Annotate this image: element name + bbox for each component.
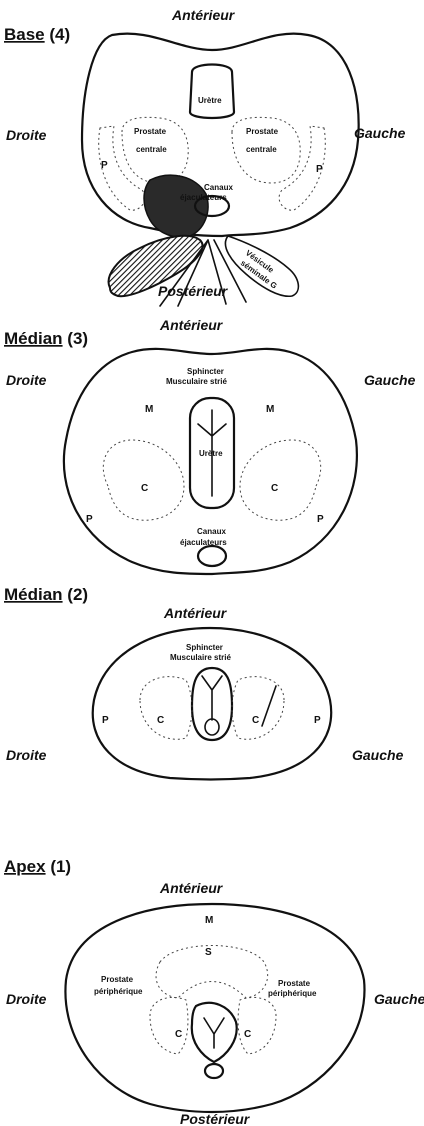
peripheral-zone-right-label: P bbox=[101, 160, 108, 171]
sphincter-label-1: Sphincter bbox=[186, 643, 223, 652]
right-side-label: Droite bbox=[6, 127, 47, 143]
central-zone-right bbox=[140, 677, 192, 740]
sphincter-label-2: Musculaire strié bbox=[166, 377, 227, 386]
sphincter-label: S bbox=[205, 947, 212, 958]
central-zone-right-label-2: centrale bbox=[136, 145, 167, 154]
muscle-label: M bbox=[205, 915, 213, 926]
urethra-outline bbox=[190, 65, 234, 119]
section-title: Médian (3) bbox=[4, 329, 88, 348]
sphincter-label-2: Musculaire strié bbox=[170, 653, 231, 662]
peripheral-zone-right-label: P bbox=[102, 715, 109, 726]
peripheral-zone-left-label-1: Prostate bbox=[278, 979, 311, 988]
peripheral-zone-right-label: P bbox=[86, 514, 93, 525]
central-zone-right-label: C bbox=[157, 715, 164, 726]
anterior-label: Antérieur bbox=[159, 880, 224, 896]
central-zone-left-label: C bbox=[271, 483, 278, 494]
urethra-label: Urètre bbox=[199, 449, 223, 458]
central-zone-left-label: C bbox=[244, 1029, 251, 1040]
peripheral-zone-right-label-2: périphérique bbox=[94, 987, 143, 996]
central-zone-left-label-2: centrale bbox=[246, 145, 277, 154]
prostate-outline bbox=[65, 904, 364, 1112]
anterior-label: Antérieur bbox=[171, 7, 236, 23]
posterior-label: Postérieur bbox=[180, 1111, 251, 1126]
ejaculatory-ducts-label-1: Canaux bbox=[197, 527, 226, 536]
left-side-label: Gauche bbox=[374, 991, 424, 1007]
left-side-label: Gauche bbox=[354, 125, 406, 141]
central-zone-right-label: C bbox=[175, 1029, 182, 1040]
right-side-label: Droite bbox=[6, 747, 47, 763]
peripheral-zone-left-label: P bbox=[314, 715, 321, 726]
central-zone-left-label: C bbox=[252, 715, 259, 726]
central-zone-left bbox=[240, 440, 321, 520]
peripheral-zone-left-label-2: périphérique bbox=[268, 989, 317, 998]
sphincter-label-1: Sphincter bbox=[187, 367, 224, 376]
zone-divider-stroke bbox=[262, 686, 276, 726]
left-side-label: Gauche bbox=[364, 372, 416, 388]
central-zone-left bbox=[238, 997, 276, 1054]
peripheral-zone-left-label: P bbox=[316, 164, 323, 175]
section-median-2: Médian (2) Antérieur Droite Gauche Sphin… bbox=[4, 585, 404, 780]
section-title: Médian (2) bbox=[4, 585, 88, 604]
urethra-lumen bbox=[204, 1018, 224, 1048]
central-zone-right-label-1: Prostate bbox=[134, 127, 167, 136]
peripheral-zone-left-label: P bbox=[317, 514, 324, 525]
section-base: Base (4) Antérieur Droite Gauche Urètre … bbox=[4, 7, 406, 306]
ejaculatory-ducts-shape bbox=[205, 1064, 223, 1078]
sphincter-zone bbox=[156, 946, 268, 999]
ejaculatory-ducts-label-2: éjaculateurs bbox=[180, 538, 227, 547]
urethra-label: Urètre bbox=[198, 96, 222, 105]
peripheral-zone-right-label-1: Prostate bbox=[101, 975, 134, 984]
ejaculatory-ducts-shape bbox=[198, 546, 226, 566]
muscle-right-label: M bbox=[145, 404, 153, 415]
central-zone-right bbox=[150, 997, 188, 1054]
section-title: Base (4) bbox=[4, 25, 70, 44]
central-zone-right bbox=[103, 440, 184, 520]
anterior-label: Antérieur bbox=[163, 605, 228, 621]
muscle-left-label: M bbox=[266, 404, 274, 415]
central-zone-left-label-1: Prostate bbox=[246, 127, 279, 136]
section-apex: Apex (1) Antérieur Droite Gauche M S Pro… bbox=[4, 857, 424, 1126]
right-side-label: Droite bbox=[6, 991, 47, 1007]
section-median-3: Médian (3) Antérieur Droite Gauche Sphin… bbox=[4, 317, 416, 574]
central-zone-right-label: C bbox=[141, 483, 148, 494]
left-side-label: Gauche bbox=[352, 747, 404, 763]
urethra-inner-ring bbox=[205, 719, 219, 735]
ejaculatory-ducts-label-1: Canaux bbox=[204, 183, 233, 192]
right-side-label: Droite bbox=[6, 372, 47, 388]
ejaculatory-ducts-label-2: éjaculateurs bbox=[180, 193, 227, 202]
anterior-label: Antérieur bbox=[159, 317, 224, 333]
posterior-label: Postérieur bbox=[158, 283, 229, 299]
section-title: Apex (1) bbox=[4, 857, 71, 876]
urethra-lumen bbox=[202, 676, 222, 720]
